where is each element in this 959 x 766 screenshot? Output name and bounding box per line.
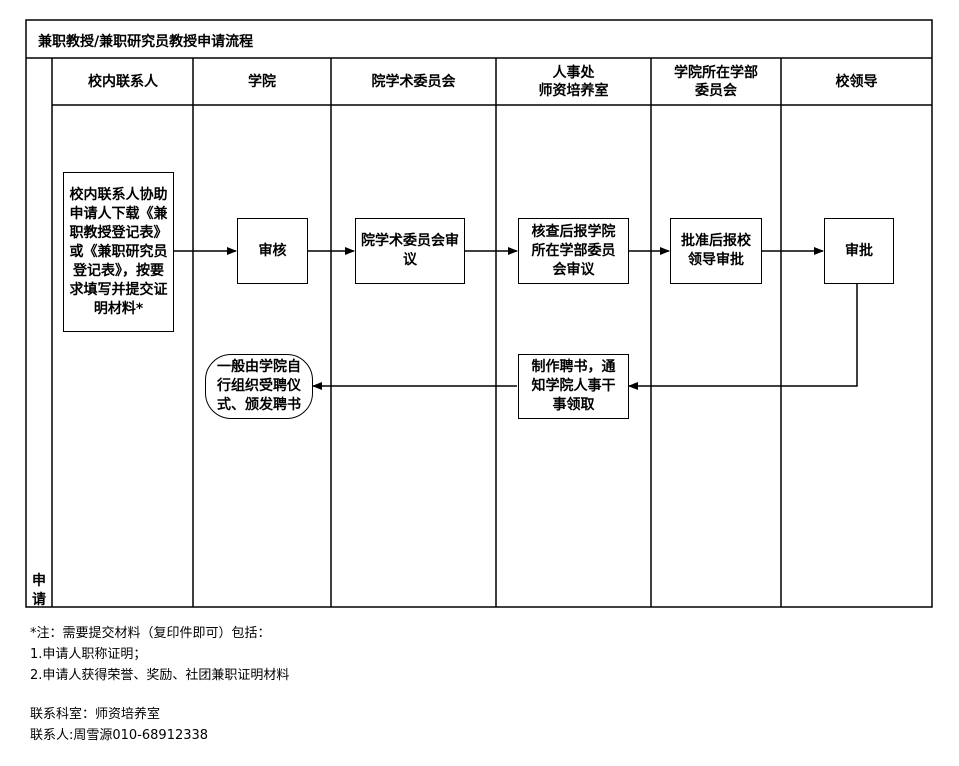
step-make-letter: 制作聘书，通知学院人事干事领取 — [518, 354, 629, 419]
step-ceremony: 一般由学院自行组织受聘仪式、颁发聘书 — [205, 354, 313, 419]
contact-office: 联系科室：师资培养室 — [30, 707, 161, 722]
lane-header-committee: 院学术委员会 — [371, 74, 456, 90]
step-division-approve: 批准后报校领导审批 — [670, 218, 762, 284]
lane-header-division: 学院所在学部 委员会 — [674, 65, 758, 99]
step-contact-assist: 校内联系人协助申请人下载《兼职教授登记表》或《兼职研究员登记表》，按要求填写并提… — [63, 172, 174, 332]
step-leader-approve: 审批 — [824, 218, 894, 284]
diagram-title: 兼职教授/兼职研究员教授申请流程 — [38, 34, 254, 50]
note-item-2: 2.申请人获得荣誉、奖励、社团兼职证明材料 — [30, 668, 290, 683]
step-college-review: 审核 — [237, 218, 308, 284]
side-lane-label: 申请 — [32, 573, 46, 608]
step-committee-review: 院学术委员会审议 — [355, 218, 465, 284]
note-item-1: 1.申请人职称证明； — [30, 647, 147, 662]
lane-header-hr: 人事处 师资培养室 — [538, 65, 609, 99]
note-title: *注：需要提交材料（复印件即可）包括： — [30, 626, 271, 641]
contact-person: 联系人:周雪源010-68912338 — [30, 728, 209, 743]
lane-header-college: 学院 — [248, 74, 276, 90]
lane-header-leader: 校领导 — [835, 74, 878, 90]
arrow-leader-to-letter — [628, 284, 858, 390]
outer-frame — [25, 19, 933, 608]
step-hr-check: 核查后报学院所在学部委员会审议 — [518, 218, 629, 284]
lane-header-contact: 校内联系人 — [88, 74, 158, 90]
